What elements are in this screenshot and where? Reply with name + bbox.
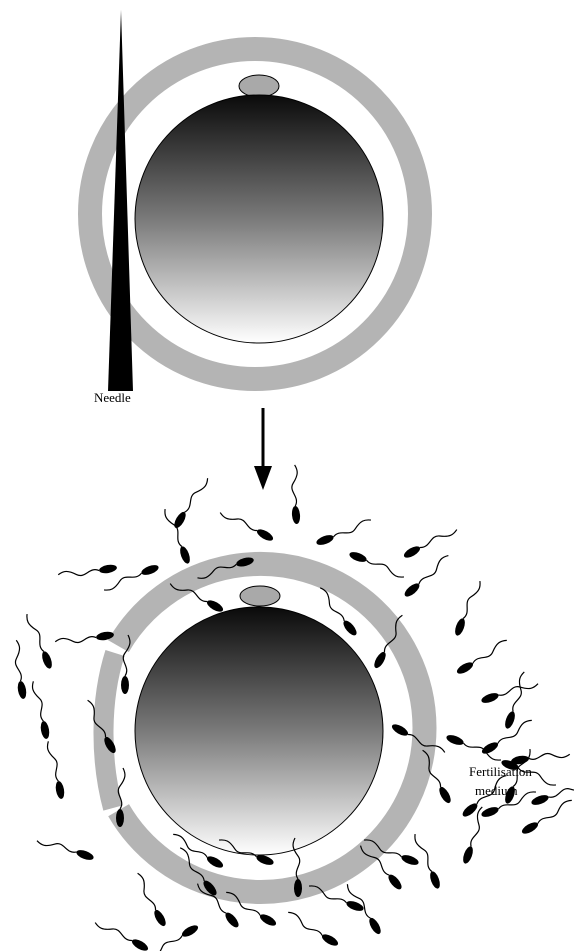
needle-icon: [108, 10, 133, 391]
zona-flap: [103, 653, 115, 808]
polar-body: [240, 586, 280, 606]
sperm-icon: [25, 612, 54, 671]
sperm-icon: [132, 872, 169, 928]
medium-label-line1: Fertilisation: [469, 764, 532, 779]
sperm-icon: [402, 554, 453, 599]
sperm-icon: [348, 550, 407, 579]
sperm-icon: [9, 640, 28, 700]
sperm-icon: [402, 524, 458, 561]
polar-body: [239, 75, 279, 97]
sperm-icon: [58, 563, 118, 582]
needle-label: Needle: [94, 390, 131, 405]
sperm-icon: [480, 677, 539, 706]
sperm-icon: [285, 911, 341, 948]
sperm-icon: [219, 507, 275, 544]
oocyte: [135, 95, 383, 343]
sperm-icon: [36, 834, 95, 863]
sperm-icon: [453, 579, 482, 638]
sperm-icon: [288, 465, 302, 525]
egg-after: [103, 564, 424, 892]
sperm-icon: [455, 639, 511, 676]
sperm-icon: [172, 475, 209, 531]
oocyte: [135, 607, 383, 855]
sperm-icon: [163, 507, 192, 566]
sperm-icon: [530, 779, 574, 808]
sperm-icon: [94, 917, 150, 951]
sperm-icon: [31, 680, 50, 740]
sperm-icon: [315, 518, 374, 547]
sperm-icon: [55, 630, 115, 649]
sperm-icon: [46, 740, 65, 800]
sperm-icon: [520, 799, 574, 836]
egg-before: Needle: [90, 10, 420, 405]
arrow-down-icon: [254, 408, 272, 490]
sperm-icon: [145, 923, 201, 951]
medium-label-line2: medium: [475, 783, 518, 798]
